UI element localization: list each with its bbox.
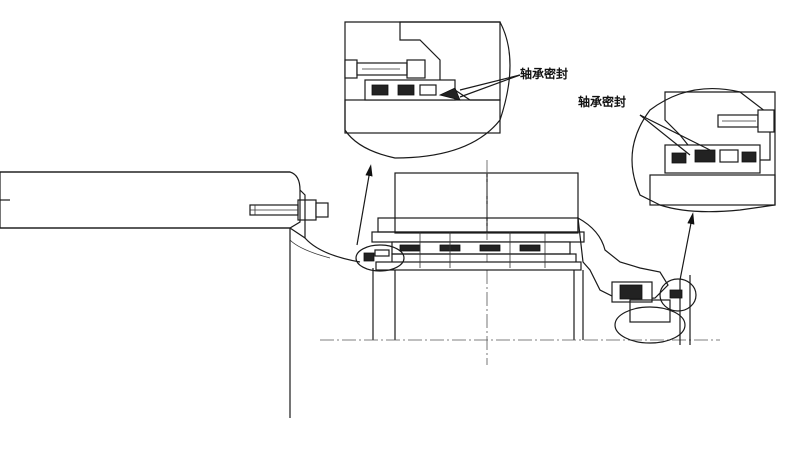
right-callout-arrow: [679, 212, 695, 281]
upper-callout-arrow: [356, 164, 373, 246]
left-flange: [289, 189, 361, 263]
upper-detail-callout: [344, 21, 521, 159]
seal-label-right: 轴承密封: [578, 94, 626, 109]
lower-left-curve: [289, 239, 331, 259]
shaft: [320, 268, 720, 341]
right-seal-detail: [659, 278, 697, 312]
center-hub: [394, 160, 579, 365]
left-seal-detail: [355, 244, 405, 272]
right-detail-callout: [631, 87, 776, 213]
bearing-assembly: [371, 217, 585, 271]
left-bolt: [249, 199, 329, 221]
seal-label-upper: 轴承密封: [520, 66, 568, 81]
right-housing: [577, 216, 691, 345]
left-housing-body: [0, 171, 301, 418]
